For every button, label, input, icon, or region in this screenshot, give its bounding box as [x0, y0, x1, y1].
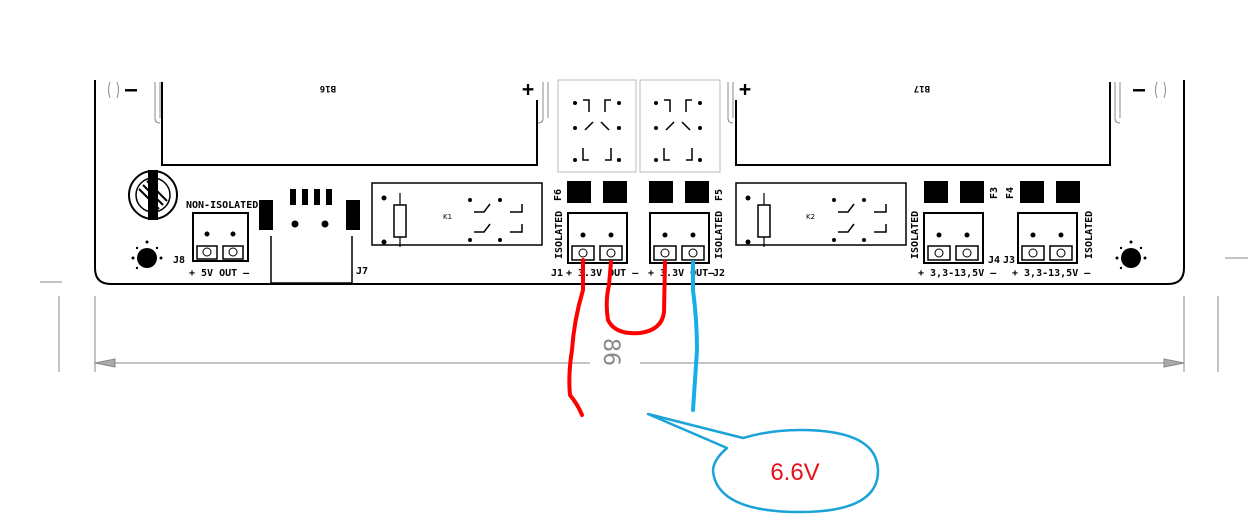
mount-hole-dots [131, 240, 1147, 270]
fuse-f3-b [960, 181, 984, 203]
j1-isolated-label: ISOLATED [554, 211, 565, 259]
terminal-j2 [649, 212, 710, 264]
callout-bubble [646, 412, 880, 514]
dimension-label: 86 [598, 338, 623, 366]
fuse-f6-a [567, 181, 591, 203]
terminal-j3 [1017, 212, 1078, 264]
battery-right-label: B17 [914, 83, 930, 93]
terminal-j4 [923, 212, 984, 264]
j1-output-label: + 3.3V OUT – [566, 268, 639, 279]
connector-j7 [259, 189, 360, 284]
terminal-j8 [192, 212, 249, 262]
j3-output-label: + 3,3-13,5V – [1012, 268, 1091, 279]
red-jumper-wire [604, 260, 667, 336]
blue-wire [691, 260, 700, 412]
fuse-f4-b [1056, 181, 1080, 203]
j4-label: J4 [988, 255, 1000, 266]
fuse-f3-label: F3 [989, 187, 1000, 199]
minus-label-right: – [1133, 77, 1146, 101]
red-wire-long [567, 258, 585, 417]
fuse-f5-label: F5 [714, 189, 725, 201]
j4-isolated-label: ISOLATED [910, 211, 921, 259]
fuse-f6-b [603, 181, 627, 203]
fuse-f6-label: F6 [553, 189, 564, 201]
switch-block-2 [639, 79, 721, 173]
relay-k2 [735, 182, 907, 247]
fuse-f3-a [924, 181, 948, 203]
relay-k2-label: K2 [806, 213, 815, 221]
screw-left [128, 170, 178, 220]
j2-output-label: + 3.3V OUT– [648, 268, 715, 279]
mount-hole-right [1121, 248, 1141, 268]
j3-isolated-label: ISOLATED [1084, 211, 1095, 259]
j1-label: J1 [551, 268, 563, 279]
board-outline [94, 80, 1185, 285]
fuse-f5-b [685, 181, 709, 203]
plus-label-right: + [739, 77, 751, 101]
relay-k1-label: K1 [443, 213, 452, 221]
mount-hole-left [137, 248, 157, 268]
j7-label: J7 [356, 266, 368, 277]
switch-block-1 [557, 79, 637, 173]
j2-label: J2 [713, 268, 725, 279]
j4-output-label: + 3,3-13,5V – [918, 268, 997, 279]
relay-k1 [371, 182, 543, 247]
battery-holder-right: + B17 – [727, 77, 1166, 166]
plus-label-left: + [522, 77, 534, 101]
fuse-f4-label: F4 [1005, 187, 1016, 199]
battery-holder-left: – B16 + [108, 77, 549, 166]
minus-label-left: – [125, 77, 138, 101]
callout-text: 6.6V [770, 459, 819, 486]
j8-label: J8 [173, 255, 185, 266]
j2-isolated-label: ISOLATED [714, 211, 725, 259]
fuse-f4-a [1020, 181, 1044, 203]
fuse-f5-a [649, 181, 673, 203]
non-isolated-label: NON-ISOLATED [186, 200, 258, 211]
battery-left-label: B16 [320, 83, 336, 93]
terminal-j1 [567, 212, 628, 264]
dimension-line [40, 257, 1248, 372]
j3-label: J3 [1003, 255, 1015, 266]
j8-output-label: + 5V OUT – [189, 268, 250, 279]
